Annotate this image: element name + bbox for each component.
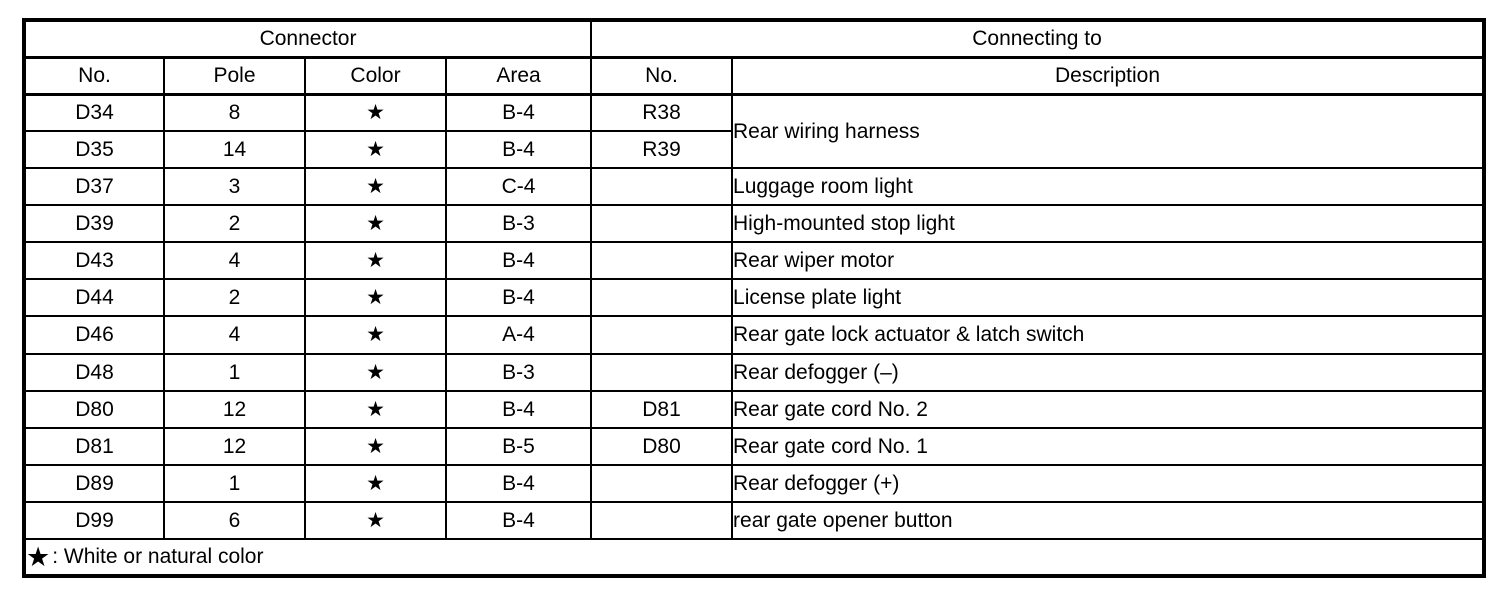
area-cell: B-4 [444,278,593,318]
area-cell: B-4 [444,92,593,133]
pole-cell: 2 [163,278,306,318]
pole-cell: 12 [163,426,306,466]
pole-cell: 12 [163,389,306,429]
star-icon: ★ [26,541,51,573]
area-cell: B-4 [444,130,593,170]
group-header-connecting-to: Connecting to [590,19,1486,59]
color-cell: ★ [304,463,447,503]
description-cell: Rear gate cord No. 1 [731,426,1486,466]
connecting-no-cell [590,463,734,503]
legend-cell: ★: White or natural color [22,538,1486,577]
group-header-row: Connector Connecting to [22,19,1486,59]
col-header-connecting-no: No. [590,56,734,96]
color-cell: ★ [304,352,447,392]
description-cell: Rear defogger (+) [731,463,1486,503]
connector-no-cell: D43 [23,241,165,281]
col-header-connector-no: No. [23,56,165,96]
color-cell: ★ [304,426,447,466]
connecting-no-cell: D81 [590,389,734,429]
col-header-description: Description [731,56,1486,96]
legend-text: : White or natural color [52,544,264,568]
description-cell: Rear wiring harness [731,92,1486,170]
area-cell: B-3 [444,204,593,244]
group-header-connector: Connector [22,19,593,59]
legend-row: ★: White or natural color [22,538,1486,577]
connector-table: Connector Connecting to No. Pole Color A… [22,18,1487,578]
description-cell: Rear wiper motor [731,241,1486,281]
connecting-no-cell: R38 [590,92,734,133]
description-cell: License plate light [731,278,1486,318]
description-cell: Luggage room light [731,167,1486,207]
pole-cell: 6 [163,500,306,541]
connector-no-cell: D81 [23,426,165,466]
pole-cell: 2 [163,204,306,244]
color-cell: ★ [304,204,447,244]
area-cell: A-4 [444,315,593,355]
color-cell: ★ [304,278,447,318]
pole-cell: 1 [163,463,306,503]
area-cell: B-5 [444,426,593,466]
col-header-color: Color [304,56,447,96]
connecting-no-cell: D80 [590,426,734,466]
color-cell: ★ [304,167,447,207]
connector-no-cell: D99 [23,500,165,541]
connector-no-cell: D46 [23,315,165,355]
connecting-no-cell: R39 [590,130,734,170]
connector-no-cell: D80 [23,389,165,429]
pole-cell: 3 [163,167,306,207]
area-cell: B-4 [444,241,593,281]
description-cell: Rear gate lock actuator & latch switch [731,315,1486,355]
area-cell: B-4 [444,463,593,503]
connecting-no-cell [590,315,734,355]
color-cell: ★ [304,130,447,170]
connector-no-cell: D35 [23,130,165,170]
column-header-row: No. Pole Color Area No. Description [23,56,1486,96]
connecting-no-cell [590,204,734,244]
area-cell: C-4 [444,167,593,207]
connector-no-cell: D44 [23,278,165,318]
color-cell: ★ [304,315,447,355]
connecting-no-cell [590,241,734,281]
connecting-no-cell [590,500,734,541]
col-header-area: Area [444,56,593,96]
connector-no-cell: D34 [23,92,165,133]
connector-no-cell: D48 [23,352,165,392]
connecting-no-cell [590,167,734,207]
color-cell: ★ [304,92,447,133]
connecting-no-cell [590,278,734,318]
connector-no-cell: D37 [23,167,165,207]
description-cell: rear gate opener button [731,500,1486,541]
area-cell: B-4 [444,500,593,541]
col-header-pole: Pole [163,56,306,96]
pole-cell: 14 [163,130,306,170]
description-cell: High-mounted stop light [731,204,1486,244]
description-cell: Rear defogger (–) [731,352,1486,392]
color-cell: ★ [304,389,447,429]
color-cell: ★ [304,241,447,281]
pole-cell: 4 [163,241,306,281]
area-cell: B-3 [444,352,593,392]
description-cell: Rear gate cord No. 2 [731,389,1486,429]
pole-cell: 8 [163,92,306,133]
color-cell: ★ [304,500,447,541]
pole-cell: 4 [163,315,306,355]
connector-no-cell: D39 [23,204,165,244]
connector-no-cell: D89 [23,463,165,503]
area-cell: B-4 [444,389,593,429]
connecting-no-cell [590,352,734,392]
pole-cell: 1 [163,352,306,392]
